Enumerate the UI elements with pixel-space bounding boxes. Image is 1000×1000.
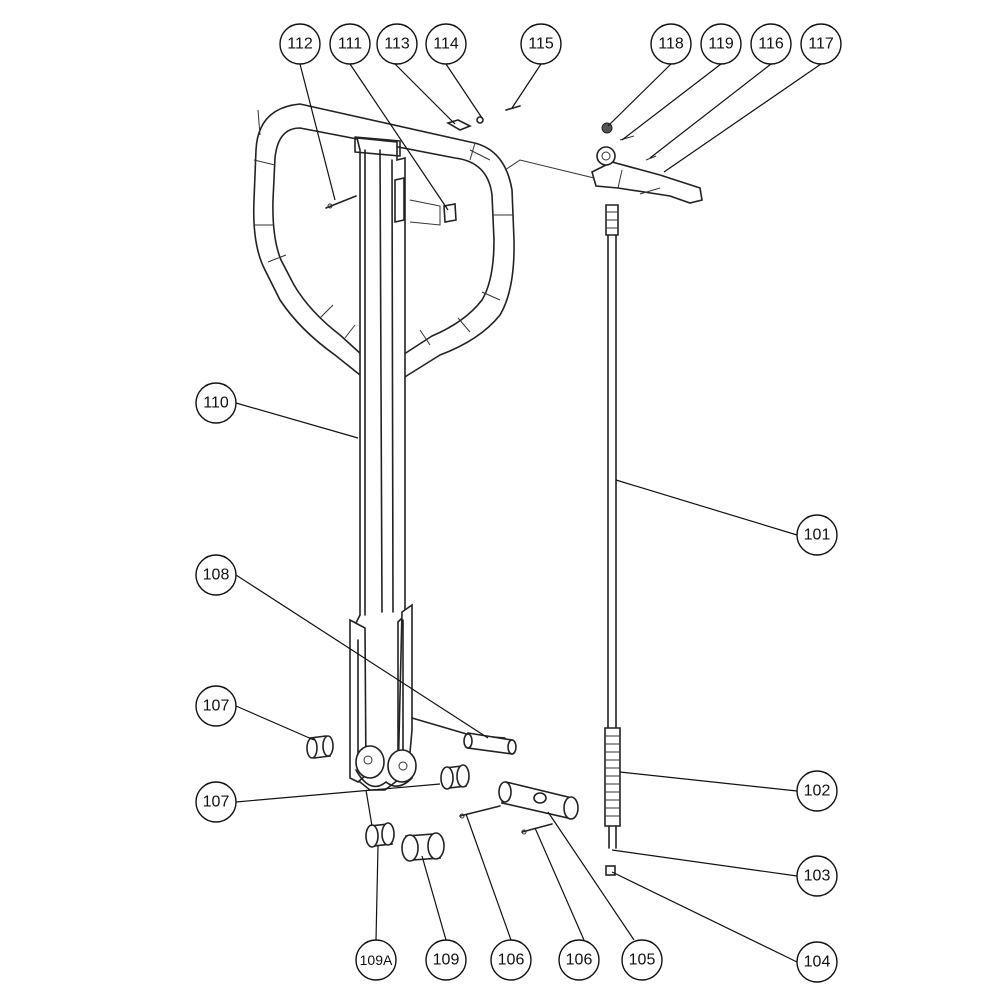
svg-text:117: 117 [808, 36, 834, 53]
callout-111: 111 [329, 23, 371, 65]
roller-109 [401, 832, 445, 862]
svg-text:108: 108 [203, 567, 230, 584]
svg-text:107: 107 [203, 698, 230, 715]
svg-text:101: 101 [804, 527, 831, 544]
callout-107-upper: 107 [195, 685, 237, 727]
small-parts-113-115 [446, 105, 521, 131]
leader-lines [235, 63, 822, 963]
svg-text:107: 107 [203, 794, 230, 811]
callout-116: 116 [750, 23, 792, 65]
callout-106-left: 106 [490, 939, 532, 981]
callout-105: 105 [621, 939, 663, 981]
callout-112: 112 [279, 23, 321, 65]
svg-text:109: 109 [433, 952, 460, 969]
roller-109a [365, 822, 395, 848]
callout-109: 109 [425, 939, 467, 981]
callout-115: 115 [520, 23, 562, 65]
callout-117: 117 [800, 23, 842, 65]
bushing-107-left [306, 735, 334, 759]
svg-text:111: 111 [338, 36, 362, 53]
callout-101: 101 [796, 514, 838, 556]
svg-text:103: 103 [804, 868, 831, 885]
callout-119: 119 [700, 23, 742, 65]
svg-text:118: 118 [658, 36, 684, 53]
svg-text:113: 113 [384, 36, 410, 53]
svg-text:114: 114 [433, 36, 459, 53]
callout-113: 113 [376, 23, 418, 65]
svg-text:112: 112 [287, 36, 313, 53]
svg-text:105: 105 [629, 952, 656, 969]
callout-108: 108 [195, 554, 237, 596]
svg-text:106: 106 [498, 952, 525, 969]
handle-loop [252, 103, 515, 381]
callout-106-right: 106 [558, 939, 600, 981]
callout-103: 103 [796, 855, 838, 897]
handle-shaft [349, 136, 441, 791]
pin-assembly-105 [498, 781, 579, 820]
bushing-107-right [440, 764, 470, 790]
svg-text:115: 115 [528, 36, 554, 53]
callout-109a: 109A [355, 939, 397, 981]
callout-104: 104 [796, 941, 838, 983]
callout-107-lower: 107 [195, 781, 237, 823]
svg-text:119: 119 [708, 36, 734, 53]
callout-110: 110 [195, 382, 237, 424]
svg-text:109A: 109A [360, 952, 393, 968]
pin-112 [325, 195, 357, 209]
lever-arm [591, 122, 703, 204]
lifting-rod [604, 204, 621, 876]
svg-text:110: 110 [203, 395, 229, 412]
svg-text:104: 104 [804, 954, 831, 971]
svg-text:116: 116 [758, 36, 784, 53]
callout-114: 114 [425, 23, 467, 65]
axle-108 [411, 717, 517, 755]
callout-118: 118 [650, 23, 692, 65]
linkage-line [504, 159, 595, 179]
callout-102: 102 [796, 770, 838, 812]
svg-text:102: 102 [804, 783, 831, 800]
svg-text:106: 106 [566, 952, 593, 969]
